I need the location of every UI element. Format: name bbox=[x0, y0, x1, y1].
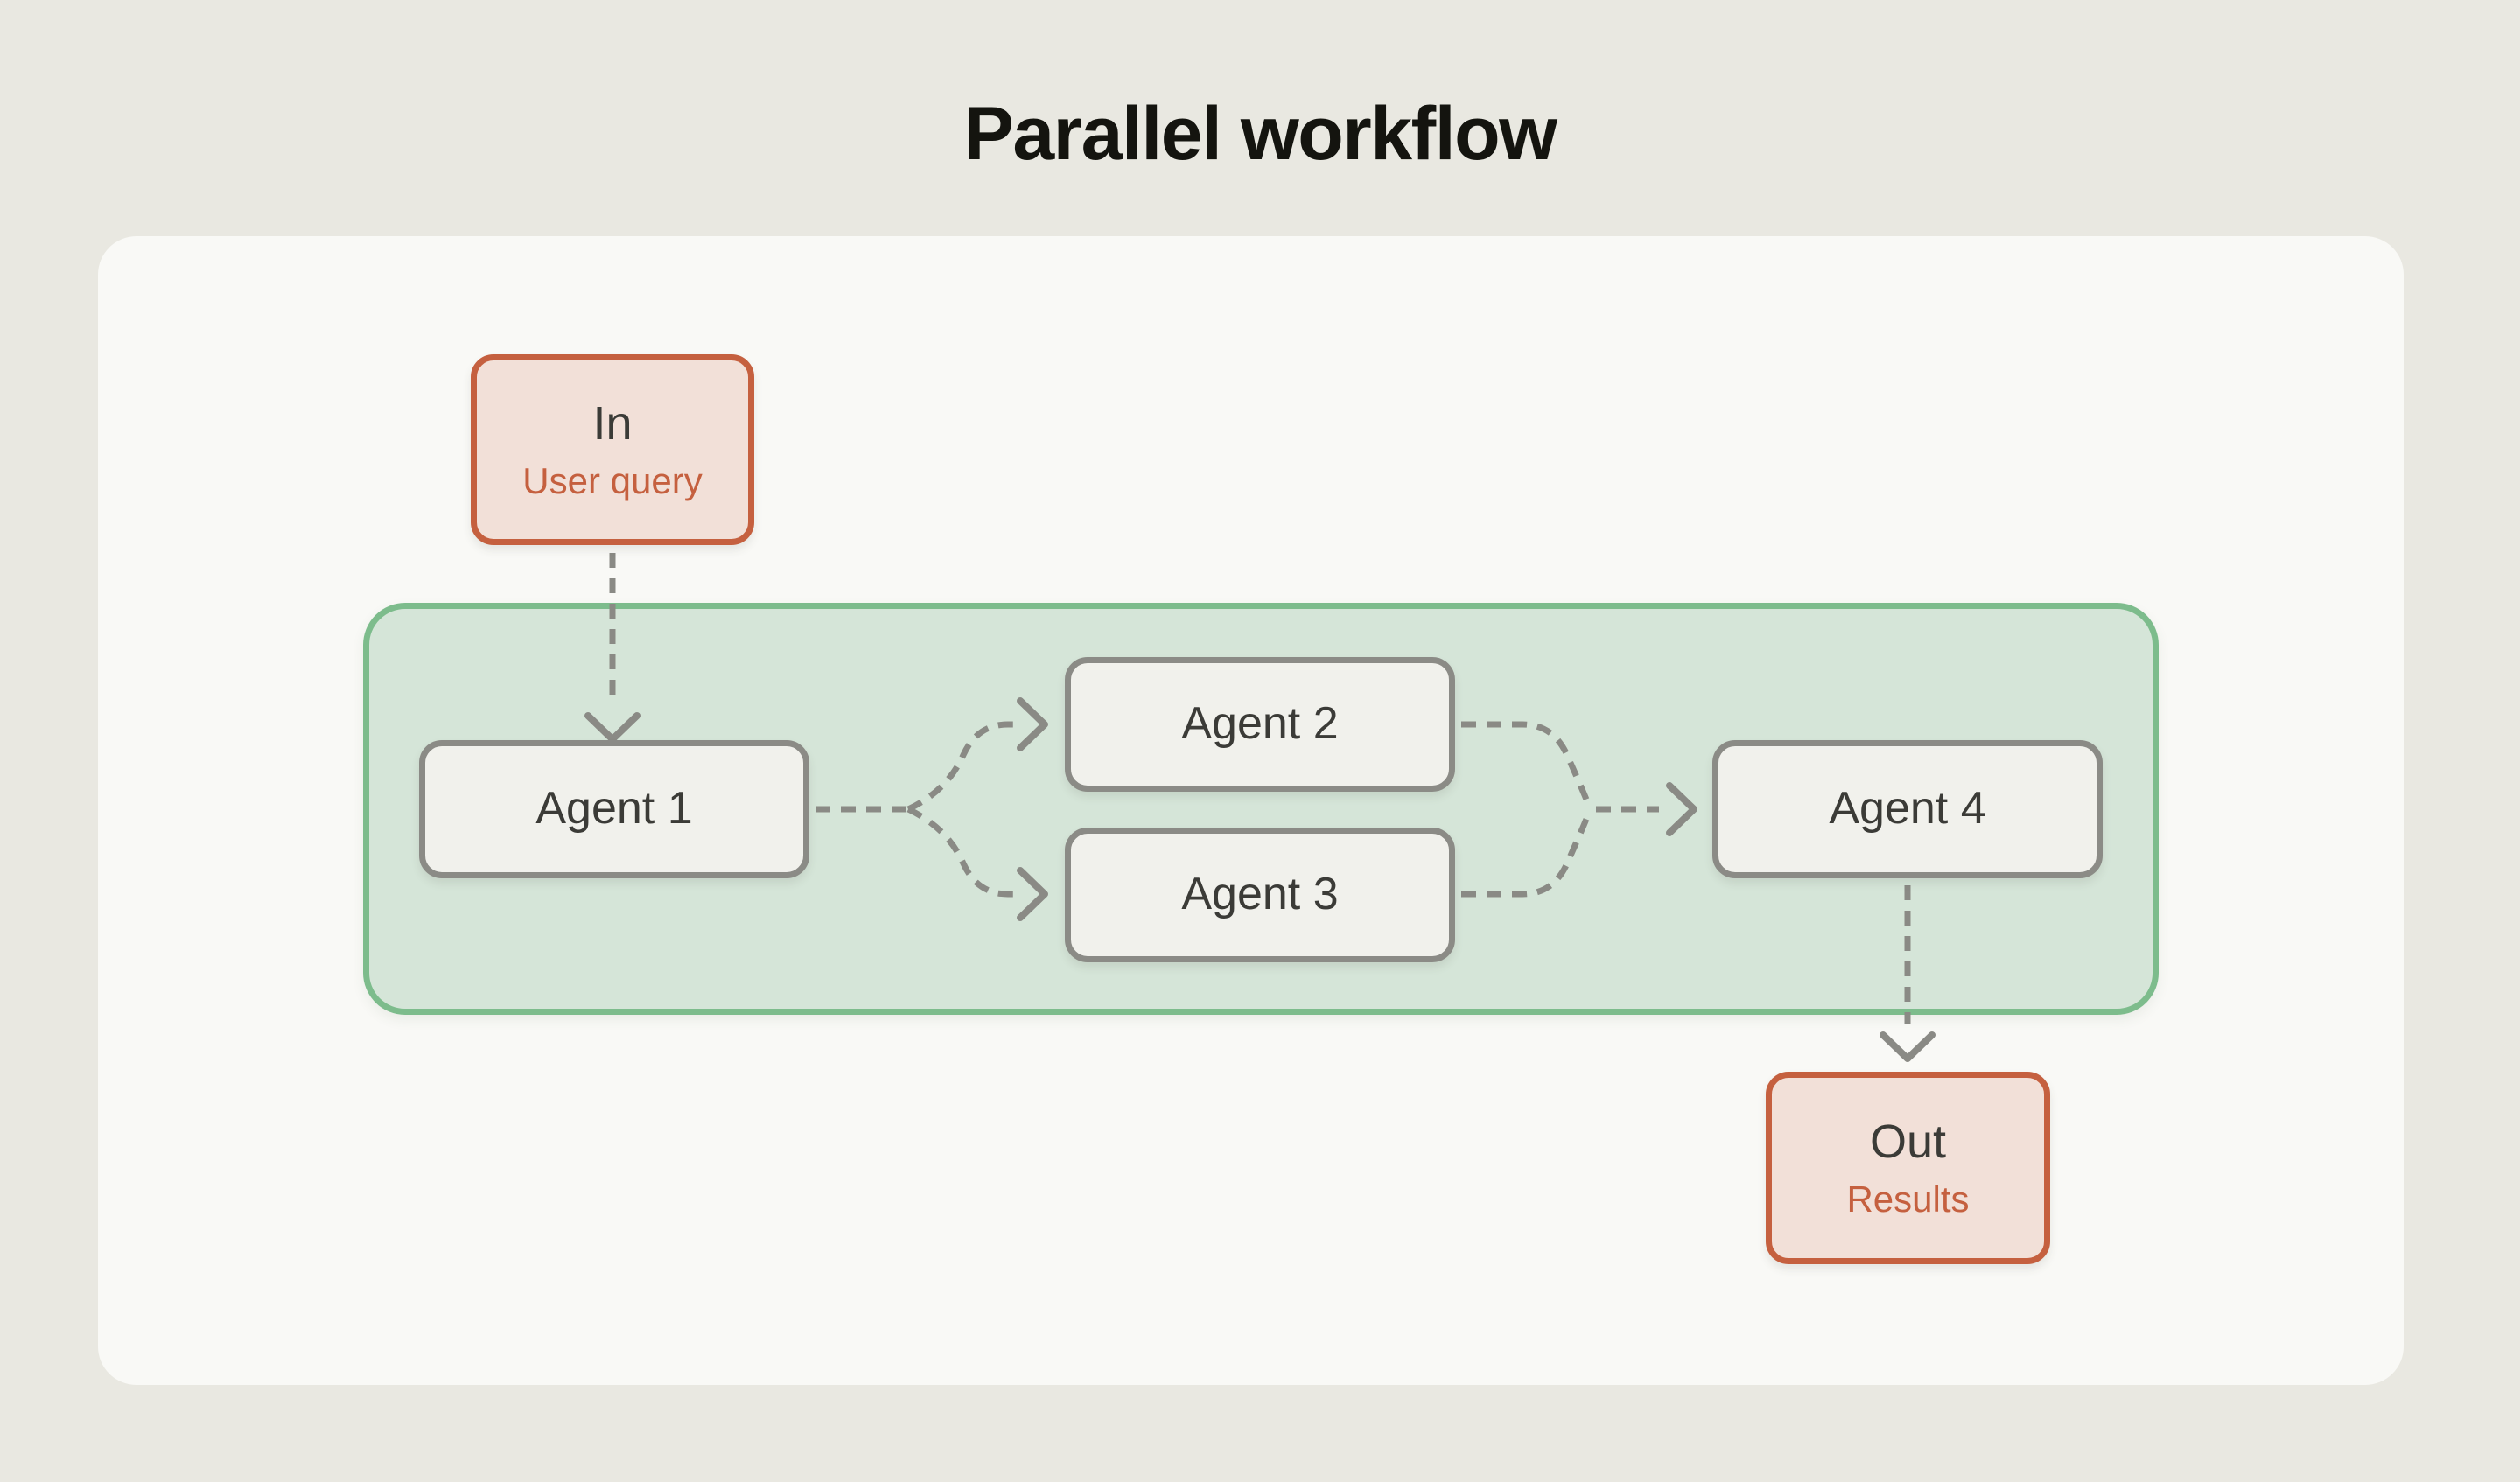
input-node-label: In bbox=[592, 396, 633, 450]
agent-2-node: Agent 2 bbox=[1065, 657, 1455, 792]
output-node-label: Out bbox=[1869, 1115, 1947, 1168]
agent-4-label: Agent 4 bbox=[1829, 783, 1986, 835]
agent-1-node: Agent 1 bbox=[419, 740, 809, 878]
diagram-title: Parallel workflow bbox=[963, 92, 1558, 176]
input-node-sublabel: User query bbox=[522, 459, 703, 501]
output-node-sublabel: Results bbox=[1846, 1178, 1970, 1220]
agent-3-node: Agent 3 bbox=[1065, 828, 1455, 962]
agent-2-label: Agent 2 bbox=[1181, 698, 1339, 750]
output-node: Out Results bbox=[1766, 1072, 2050, 1264]
agent-3-label: Agent 3 bbox=[1181, 869, 1339, 920]
agent-1-label: Agent 1 bbox=[536, 783, 693, 835]
agent-4-node: Agent 4 bbox=[1712, 740, 2103, 878]
input-node: In User query bbox=[471, 354, 754, 545]
